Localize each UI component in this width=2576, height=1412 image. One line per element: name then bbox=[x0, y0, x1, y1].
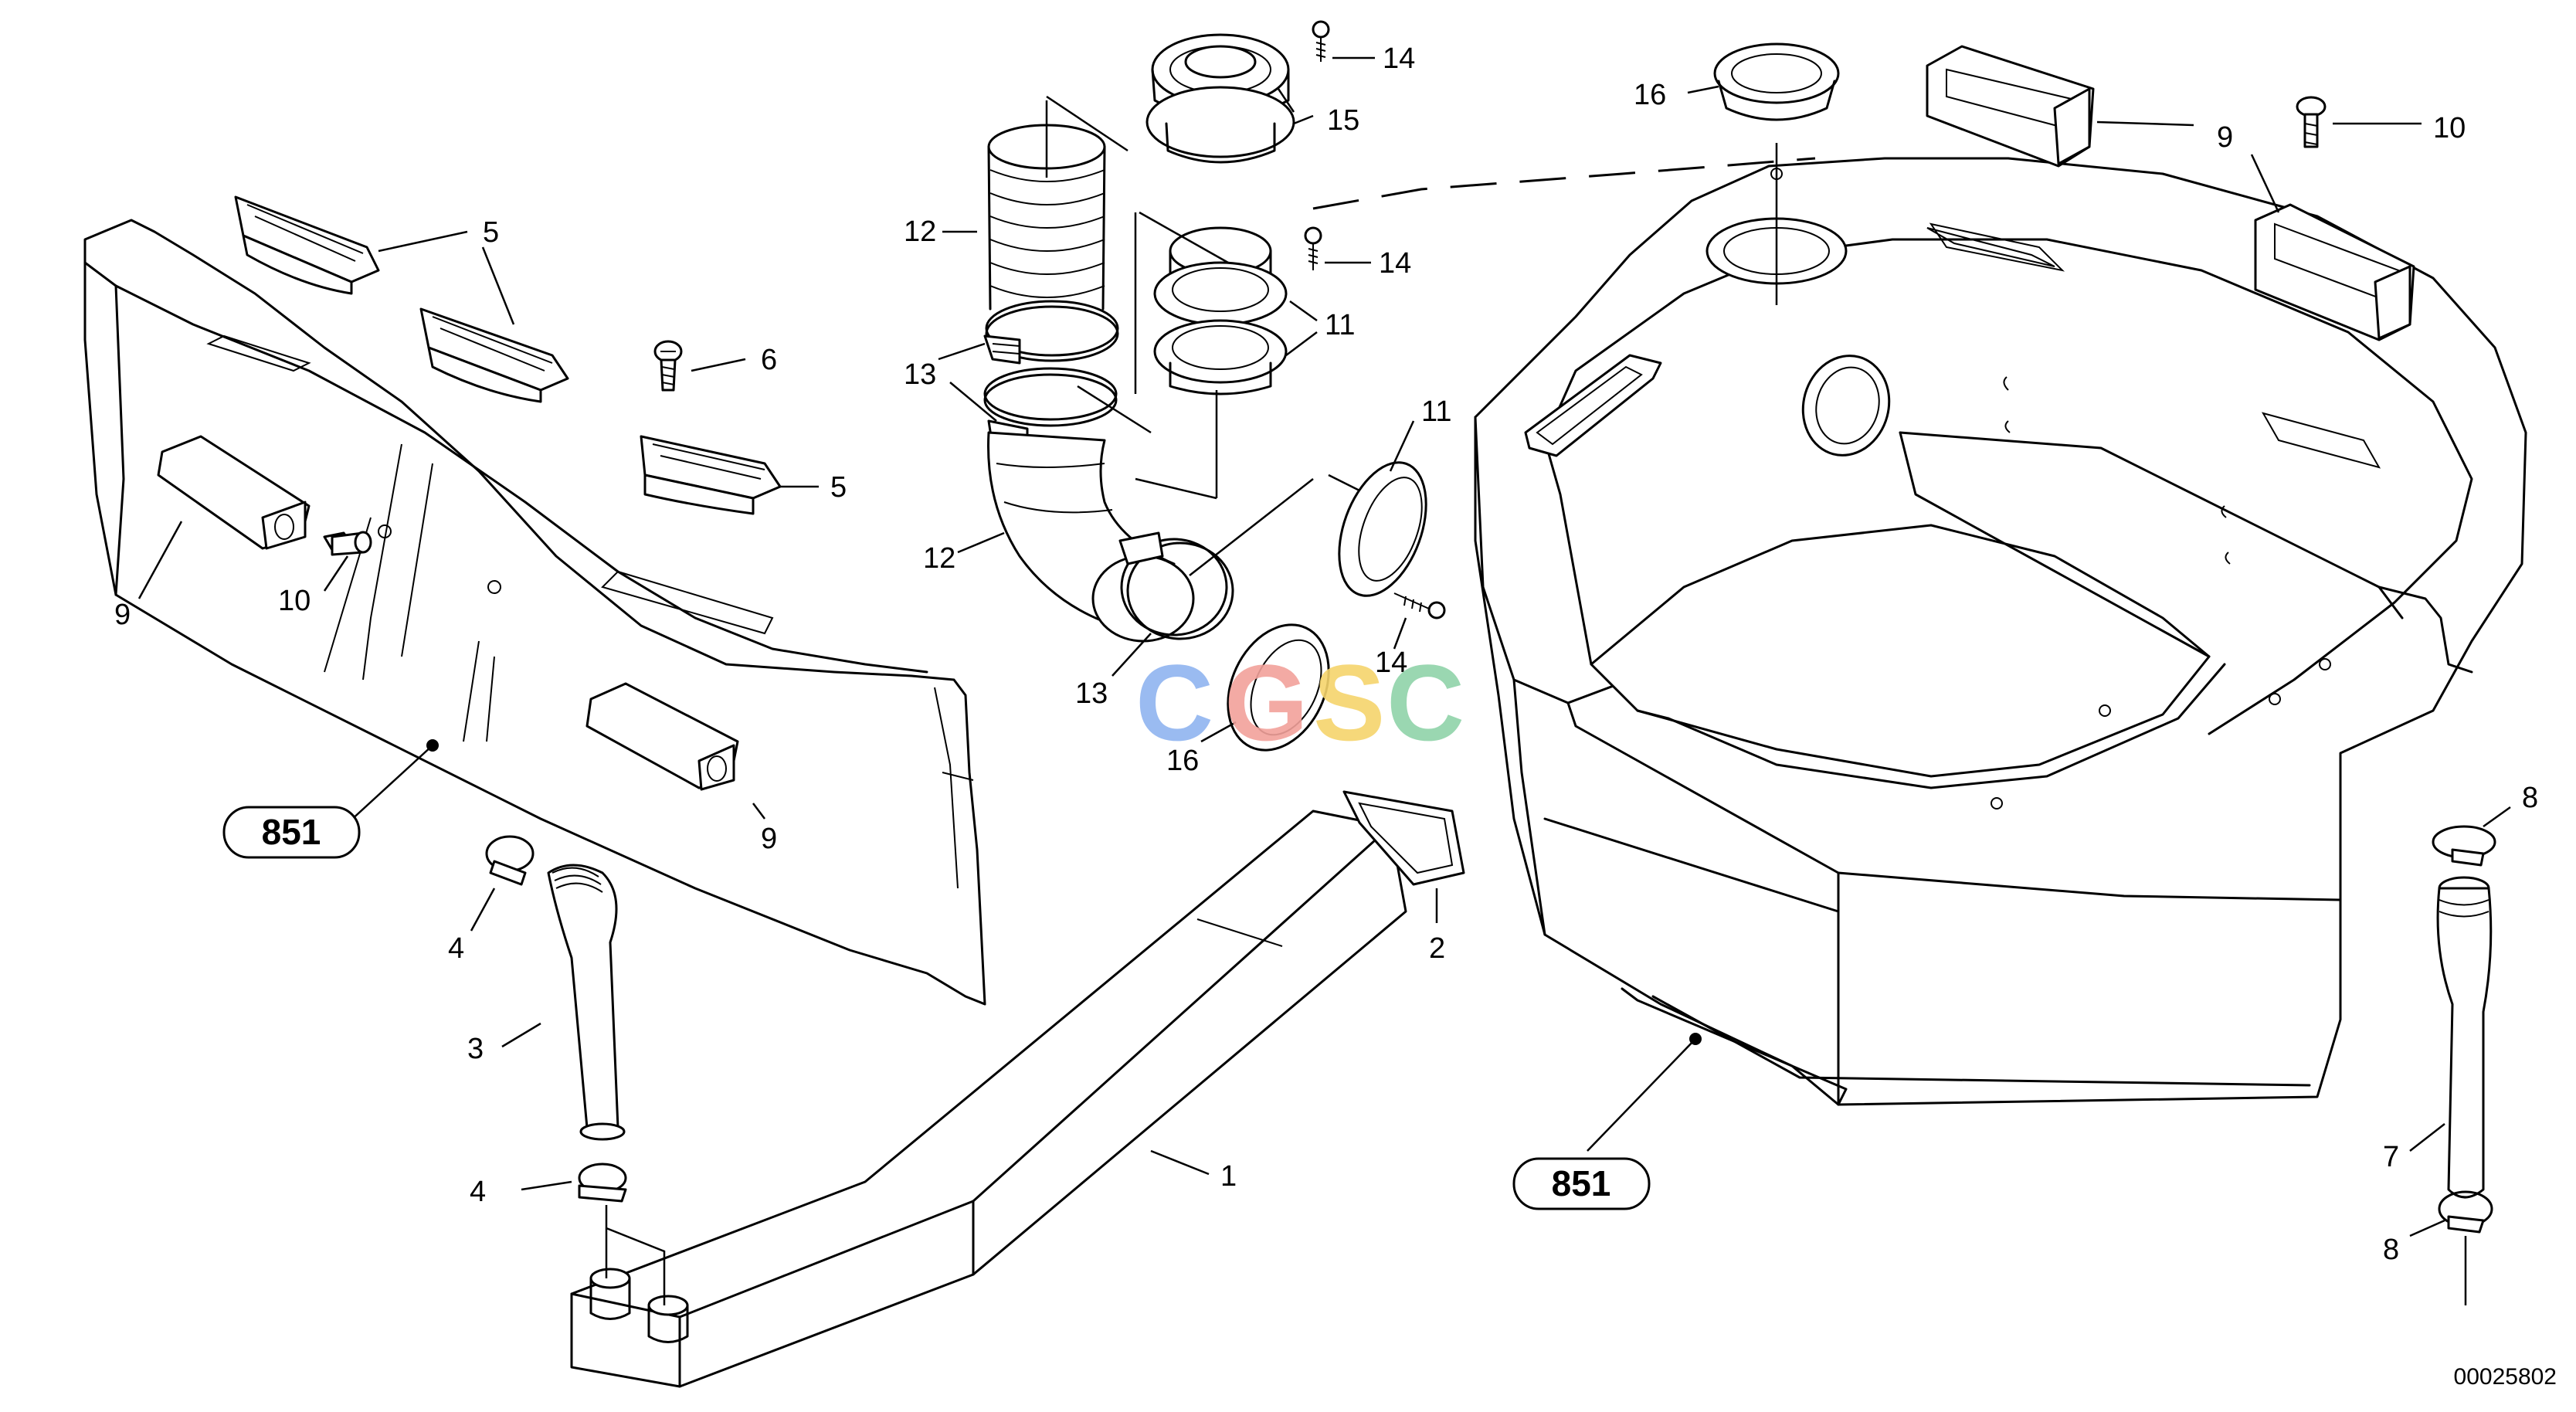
callout-11: 11 bbox=[1325, 309, 1355, 341]
right-console-body bbox=[1474, 157, 2527, 1106]
callout-10: 10 bbox=[2433, 112, 2466, 144]
hose-3-assembly-line bbox=[605, 1205, 666, 1305]
watermark-letter: C bbox=[1135, 642, 1213, 763]
callout-6: 6 bbox=[761, 344, 777, 376]
callout-8: 8 bbox=[2522, 782, 2538, 814]
grille-5-b bbox=[419, 307, 569, 403]
callout-1: 1 bbox=[1220, 1160, 1237, 1193]
clamp-8-bottom bbox=[2438, 1190, 2493, 1234]
callout-3: 3 bbox=[467, 1033, 484, 1065]
hose-7 bbox=[2436, 876, 2493, 1199]
callout-11: 11 bbox=[1421, 395, 1451, 428]
screw-14-c bbox=[1393, 592, 1446, 619]
callout-5: 5 bbox=[483, 216, 499, 249]
callout-9: 9 bbox=[114, 599, 131, 631]
callout-14: 14 bbox=[1383, 42, 1415, 75]
screw-10-left bbox=[323, 531, 372, 556]
callout-4: 4 bbox=[448, 932, 464, 965]
grommet-16-top bbox=[1713, 42, 1840, 121]
adapter-ring-11-b bbox=[1153, 319, 1288, 395]
reference-label-left: 851 bbox=[262, 812, 321, 852]
callout-9: 9 bbox=[761, 823, 777, 855]
callout-4: 4 bbox=[470, 1176, 486, 1208]
callout-numbers: 5 6 5 9 10 9 12 13 12 13 16 14 15 14 11 … bbox=[114, 42, 2538, 1266]
bellows-12-straight bbox=[987, 100, 1106, 311]
callout-7: 7 bbox=[2383, 1141, 2399, 1173]
callout-16: 16 bbox=[1634, 79, 1666, 111]
callout-13: 13 bbox=[1075, 677, 1108, 710]
callout-13: 13 bbox=[904, 358, 936, 391]
vent-ring-15 bbox=[1145, 33, 1295, 164]
callout-8: 8 bbox=[2383, 1234, 2399, 1266]
callout-14: 14 bbox=[1375, 647, 1407, 679]
clamp-4-bottom bbox=[578, 1163, 627, 1203]
vent-9-right-a bbox=[1926, 45, 2095, 168]
callout-16: 16 bbox=[1166, 745, 1199, 777]
vent-9-left-b bbox=[585, 682, 739, 791]
clamp-13-c bbox=[1118, 531, 1234, 640]
reference-capsule-left: 851 bbox=[222, 806, 361, 859]
left-console-panel bbox=[83, 219, 986, 1006]
clamp-13-a bbox=[983, 300, 1119, 365]
callout-5: 5 bbox=[830, 471, 847, 504]
clamp-4-top bbox=[485, 835, 535, 886]
grille-5-c bbox=[640, 435, 782, 515]
screw-14-a bbox=[1312, 20, 1330, 62]
gasket-2 bbox=[1342, 790, 1465, 886]
drawing-code: 00025802 bbox=[2454, 1364, 2557, 1390]
leader-lines bbox=[137, 56, 2511, 1237]
clamp-8-top bbox=[2432, 825, 2496, 867]
screw-10-right bbox=[2296, 96, 2327, 148]
reference-dot-left bbox=[426, 739, 439, 752]
watermark-letter: S bbox=[1313, 642, 1385, 763]
elbow-12 bbox=[987, 431, 1195, 643]
watermark-letter: C bbox=[1386, 642, 1464, 763]
callout-12: 12 bbox=[923, 542, 955, 575]
screw-6 bbox=[653, 340, 683, 392]
vent-9-left-a bbox=[157, 435, 311, 550]
callout-12: 12 bbox=[904, 216, 936, 248]
screw-14-b bbox=[1304, 226, 1322, 270]
callout-14: 14 bbox=[1379, 247, 1411, 280]
reference-capsule-right: 851 bbox=[1512, 1157, 1651, 1210]
air-duct-1 bbox=[570, 810, 1407, 1388]
vent-9-right-b bbox=[2254, 203, 2415, 341]
hose-3 bbox=[547, 864, 626, 1141]
adapter-ring-11-a bbox=[1153, 226, 1288, 326]
watermark-logo: C G S C bbox=[1135, 642, 1464, 763]
grille-5-a bbox=[234, 195, 380, 295]
callout-10: 10 bbox=[278, 585, 311, 617]
reference-dot-right bbox=[1689, 1033, 1702, 1045]
assembly-lines bbox=[1046, 95, 1816, 576]
reference-label-right: 851 bbox=[1552, 1163, 1611, 1203]
adapter-ring-11-c bbox=[1338, 461, 1427, 597]
watermark-letter: G bbox=[1224, 642, 1308, 763]
callout-9: 9 bbox=[2217, 121, 2233, 154]
callout-15: 15 bbox=[1327, 104, 1359, 137]
grommet-16-center bbox=[1227, 623, 1330, 752]
callout-2: 2 bbox=[1429, 932, 1445, 965]
